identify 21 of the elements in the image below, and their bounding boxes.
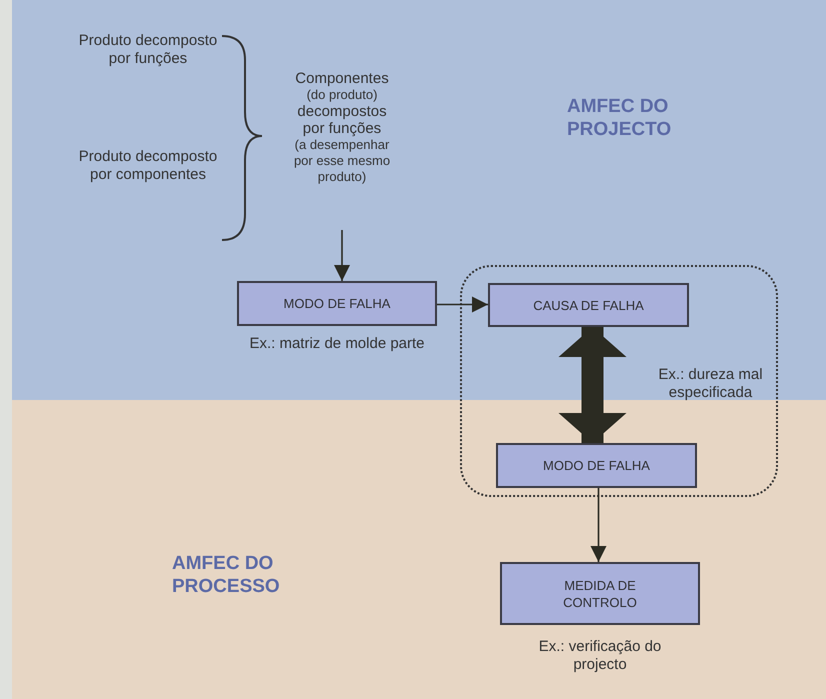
section-band — [12, 0, 826, 400]
process-box: CAUSA DE FALHA — [488, 283, 689, 327]
section-title: AMFEC DO PROJECTO — [567, 95, 672, 141]
example-note: Ex.: verificação do projecto — [538, 638, 662, 674]
process-box: MODO DE FALHA — [496, 443, 697, 488]
node-text: (do produto) — [306, 87, 378, 103]
example-note: Ex.: matriz de molde parte — [248, 335, 426, 353]
input-text: Produto decomposto por componentes — [78, 148, 218, 184]
node-text: Componentes — [295, 70, 389, 87]
node-text: (a desempenhar por esse mesmo produto) — [292, 137, 392, 185]
arrow — [437, 296, 488, 312]
arrow — [590, 488, 606, 562]
input-text: Produto decomposto por funções — [78, 32, 218, 68]
double-block-arrow — [558, 327, 626, 443]
process-box: MODO DE FALHA — [237, 281, 437, 326]
node-text: decompostos por funções — [296, 103, 388, 137]
example-note: Ex.: dureza mal especificada — [657, 366, 764, 402]
process-box: MEDIDA DE CONTROLO — [500, 562, 700, 625]
arrow — [334, 230, 350, 281]
section-band — [12, 400, 826, 699]
section-title: AMFEC DO PROCESSO — [172, 552, 281, 598]
